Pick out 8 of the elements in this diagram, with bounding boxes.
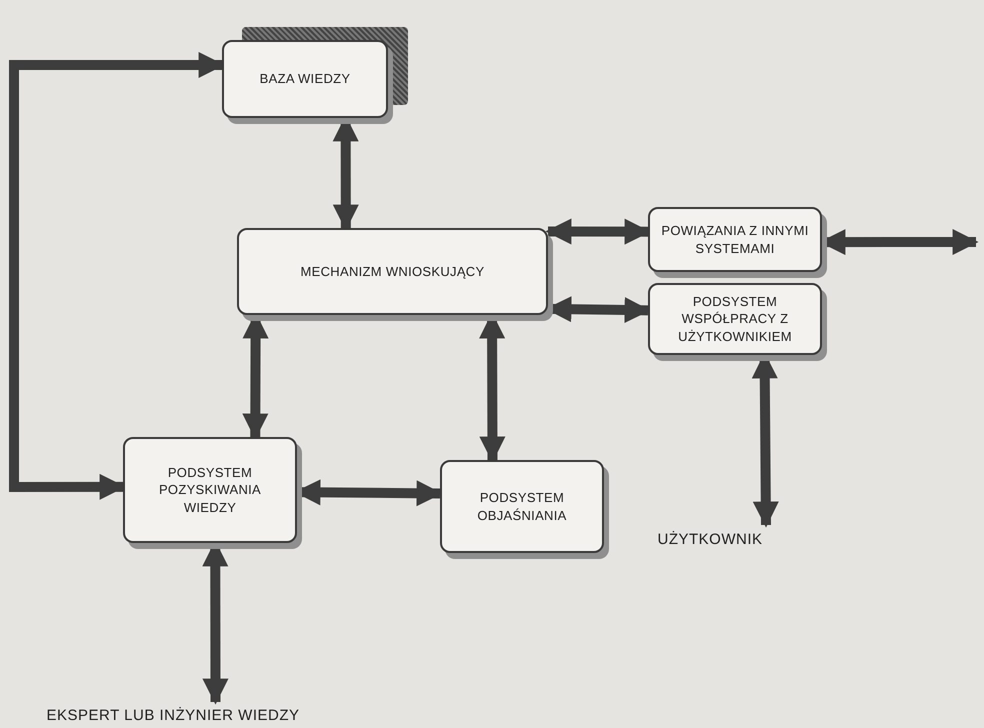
box-label: PODSYSTEM POZYSKIWANIA WIEDZY [158, 464, 262, 516]
box-label: PODSYSTEM OBJAŚNIANIA [476, 488, 568, 524]
text-label: UŻYTKOWNIK [640, 525, 780, 553]
text-label: EKSPERT LUB INŻYNIER WIEDZY [48, 702, 298, 728]
box-label: MECHANIZM WNIOSKUJĄCY [300, 262, 484, 280]
box-label: BAZA WIEDZY [260, 70, 350, 88]
box-label: POWIĄZANIA Z INNYMI SYSTEMAMI [660, 222, 810, 258]
box-label: PODSYSTEM WSPÓŁPRACY Z UŻYTKOWNIKIEM [677, 292, 793, 346]
